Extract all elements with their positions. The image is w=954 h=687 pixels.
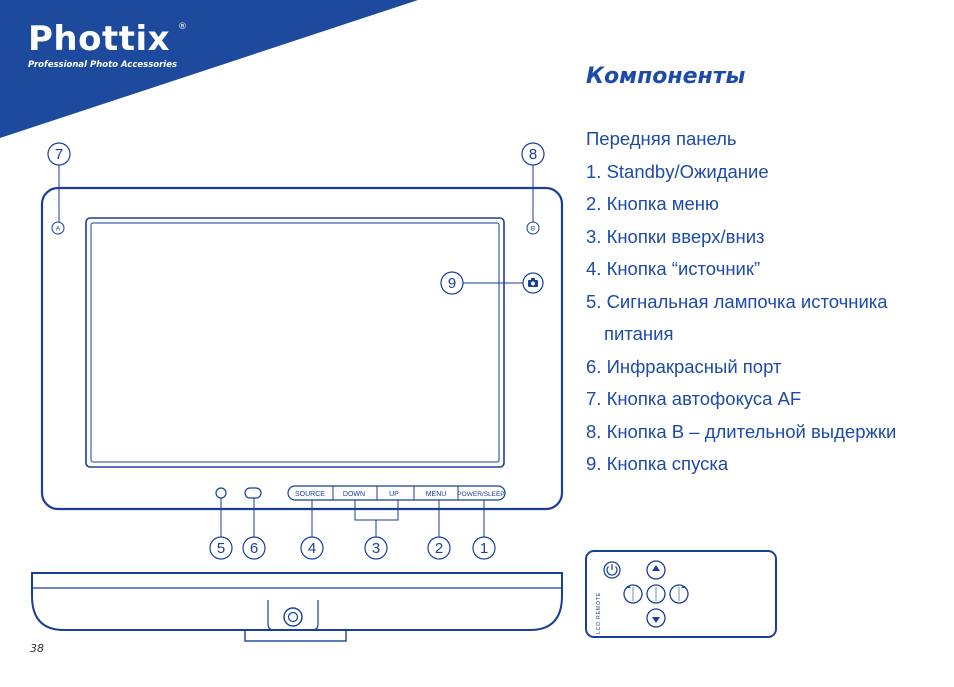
af-button xyxy=(51,221,65,235)
remote-up-button xyxy=(646,560,666,580)
monitor-bottom-view xyxy=(31,572,563,631)
section-title: Компоненты xyxy=(586,64,746,89)
down-button-label: DOWN xyxy=(343,491,365,498)
stand-foot xyxy=(244,629,347,642)
up-arrow-icon xyxy=(652,565,660,571)
camera-icon xyxy=(528,278,538,287)
callout-9: 9 xyxy=(448,275,456,292)
callout-5: 5 xyxy=(217,540,225,557)
section-subtitle: Передняя панель xyxy=(586,128,737,149)
callout-4: 4 xyxy=(308,540,316,557)
callout-8: 8 xyxy=(529,146,537,163)
callout-3: 3 xyxy=(372,540,380,557)
button-bar xyxy=(287,485,506,501)
power-led xyxy=(215,487,227,499)
callout-1: 1 xyxy=(480,540,488,557)
up-button-label: UP xyxy=(389,491,399,498)
remote-down-button xyxy=(646,608,666,628)
list-item: 3. Кнопки вверх/вниз xyxy=(586,226,765,247)
page-number: 38 xyxy=(30,642,44,655)
brand-logo: Phottix ® Professional Photo Accessories xyxy=(28,19,187,70)
power-button-label: POWER/SLEEP xyxy=(457,491,504,498)
list-item: 8. Кнопка B – длительной выдержки xyxy=(586,421,897,442)
remote-label: LCD REMOTE xyxy=(596,592,602,634)
list-item: 6. Инфракрасный порт xyxy=(586,356,782,377)
remote-center-button xyxy=(646,584,666,604)
bulb-button-label: B xyxy=(531,226,535,233)
af-button-label: A xyxy=(56,226,61,233)
brand-tagline: Professional Photo Accessories xyxy=(28,60,178,70)
registered-mark: ® xyxy=(178,22,187,32)
remote-right-button xyxy=(669,584,689,604)
remote-power-button xyxy=(603,561,621,579)
callout-7: 7 xyxy=(55,146,63,163)
callout-2: 2 xyxy=(435,540,443,557)
monitor-screen xyxy=(85,217,505,468)
source-button-label: SOURCE xyxy=(295,491,325,498)
list-item: 2. Кнопка меню xyxy=(586,193,719,214)
ir-port xyxy=(244,487,262,499)
list-item: 9. Кнопка спуска xyxy=(586,453,729,474)
list-item: 5. Сигнальная лампочка источника xyxy=(586,291,888,312)
list-item: 7. Кнопка автофокуса AF xyxy=(586,388,802,409)
corner-banner xyxy=(0,0,418,138)
list-item-continuation: питания xyxy=(604,323,674,344)
lcd-remote xyxy=(585,550,777,638)
brand-name: Phottix xyxy=(28,19,171,59)
down-arrow-icon xyxy=(652,617,660,623)
list-item: 1. Standby/Ожидание xyxy=(586,161,769,182)
tripod-mount xyxy=(283,607,303,627)
list-item: 4. Кнопка “источник” xyxy=(586,258,761,279)
callout-6: 6 xyxy=(250,540,258,557)
monitor-body xyxy=(40,186,564,511)
remote-left-button xyxy=(623,584,643,604)
menu-button-label: MENU xyxy=(426,491,447,498)
